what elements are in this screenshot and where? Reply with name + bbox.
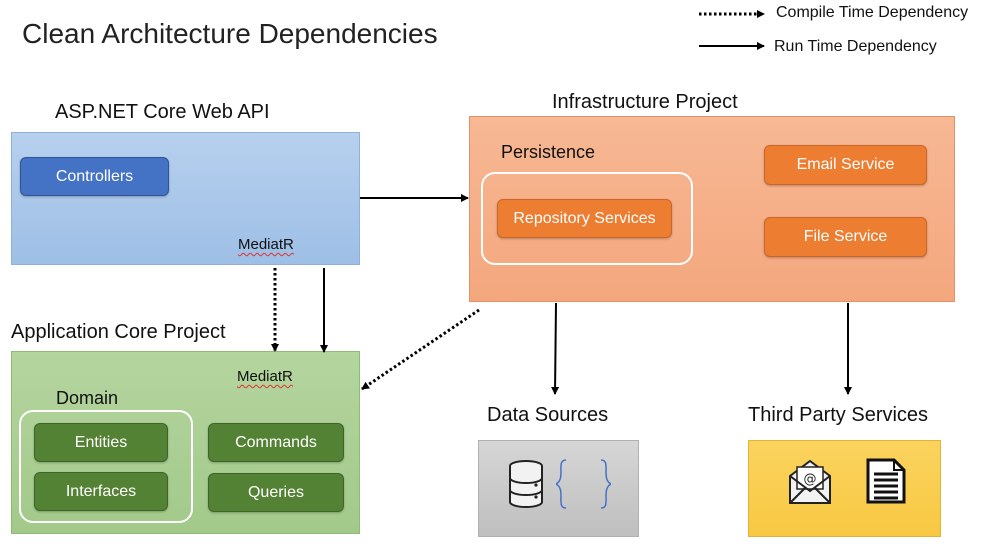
infrastructure-label: Infrastructure Project: [552, 91, 738, 113]
core-mediatr-label: MediatR: [237, 368, 293, 385]
interfaces-box: Interfaces: [34, 472, 168, 511]
web-api-mediatr-label: MediatR: [238, 236, 294, 253]
infrastructure-to-data-sources-arrow: [551, 302, 560, 395]
persistence-group-outline: [481, 172, 693, 265]
legend-run-time-label: Run Time Dependency: [774, 38, 937, 55]
third-party-services-box: [748, 440, 941, 537]
repository-services-box: Repository Services: [497, 199, 672, 238]
web-api-label: ASP.NET Core Web API: [55, 101, 270, 123]
commands-box: Commands: [208, 423, 344, 462]
database-icon: [509, 460, 543, 508]
domain-label: Domain: [56, 388, 119, 408]
persistence-label: Persistence: [501, 142, 596, 162]
legend-compile-time-label: Compile Time Dependency: [776, 4, 969, 21]
controllers-box: Controllers: [20, 157, 169, 196]
domain-group-outline: [19, 410, 193, 523]
email-service-box: Email Service: [764, 145, 927, 185]
queries-box: Queries: [208, 473, 344, 512]
web-api-project-box: [11, 132, 360, 265]
application-core-label: Application Core Project: [11, 321, 226, 343]
third-party-services-label: Third Party Services: [748, 404, 929, 426]
data-sources-label: Data Sources: [487, 404, 609, 426]
infrastructure-to-core-compile-arrow: [361, 308, 480, 391]
data-sources-box: [478, 440, 639, 537]
entities-box: Entities: [34, 423, 168, 462]
svg-text:@: @: [804, 472, 817, 487]
email-icon: @: [789, 459, 831, 504]
file-service-box: File Service: [764, 217, 927, 257]
json-braces-icon: [556, 459, 611, 509]
document-icon: [866, 458, 906, 504]
page-title: Clean Architecture Dependencies: [22, 18, 438, 49]
